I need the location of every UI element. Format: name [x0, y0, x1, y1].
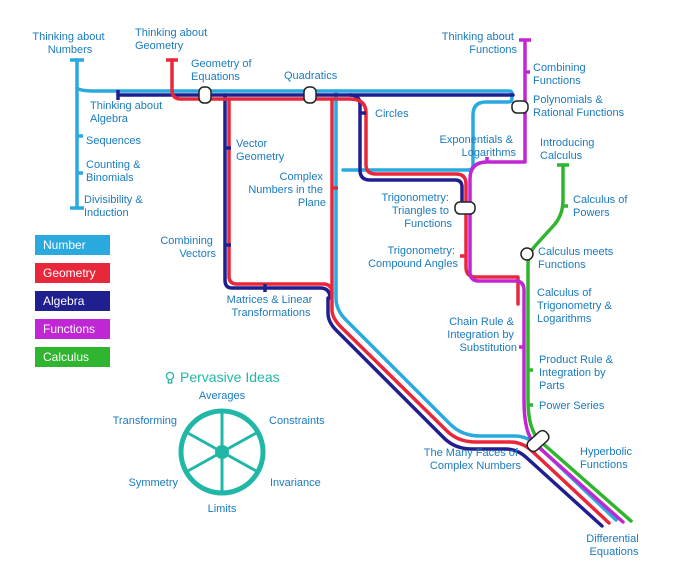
pervasive-limits: Limits — [208, 503, 237, 515]
station-thinking-about-algebra: Thinking about Algebra — [90, 100, 165, 125]
station-matrices: Matrices & Linear Transformations — [227, 294, 316, 319]
station-geometry-of-equations: Geometry of Equations — [191, 58, 255, 83]
station-trig-triangles: Trigonometry: Triangles to Functions — [381, 192, 452, 230]
interchange-trig-triangles — [454, 201, 476, 215]
station-polynomials-rational: Polynomials & Rational Functions — [533, 94, 625, 119]
legend-functions: Functions — [35, 319, 110, 339]
station-sequences: Sequences — [86, 135, 142, 147]
algebra-line-descent — [326, 296, 604, 528]
legend-geometry: Geometry — [35, 263, 110, 283]
station-vector-geometry: Vector Geometry — [236, 138, 285, 163]
legend-algebra: Algebra — [35, 291, 110, 311]
pervasive-invariance: Invariance — [270, 477, 321, 489]
number-line-descent — [334, 89, 618, 522]
station-counting-binomials: Counting & Binomials — [86, 159, 144, 184]
geometry-line-vectors — [227, 97, 334, 295]
station-combining-vectors: Combining Vectors — [160, 235, 216, 260]
station-calculus-trig-log: Calculus of Trigonometry & Logarithms — [537, 287, 615, 325]
station-product-rule: Product Rule & Integration by Parts — [539, 354, 616, 392]
station-trig-compound-angles: Trigonometry: Compound Angles — [368, 245, 458, 270]
station-introducing-calculus: Introducing Calculus — [540, 137, 598, 162]
interchange-many-faces — [526, 429, 550, 453]
functions-line — [468, 38, 625, 524]
station-quadratics: Quadratics — [284, 70, 338, 82]
pervasive-constraints: Constraints — [269, 415, 325, 427]
pervasive-transforming: Transforming — [113, 415, 177, 427]
legend-calculus: Calculus — [35, 347, 110, 367]
station-calculus-of-powers: Calculus of Powers — [573, 194, 630, 219]
geometry-line-descent — [330, 291, 611, 525]
interchange-quadratics — [303, 86, 317, 104]
station-power-series: Power Series — [539, 400, 605, 412]
station-thinking-about-geometry: Thinking about Geometry — [135, 27, 210, 52]
interchange-geometry-of-equations — [198, 86, 212, 104]
lightbulb-icon — [165, 371, 175, 384]
pervasive-ideas-title: Pervasive Ideas — [180, 369, 280, 385]
station-many-faces: The Many Faces of Complex Numbers — [424, 447, 522, 472]
station-hyperbolic-functions: Hyperbolic Functions — [580, 446, 635, 471]
geometry-line — [170, 58, 520, 306]
interchange-calculus-meets-functions — [520, 247, 534, 261]
station-differential-equations: Differential Equations — [586, 533, 641, 558]
station-exponentials-logarithms: Exponentials & Logarithms — [440, 134, 517, 159]
station-divisibility-induction: Divisibility & Induction — [84, 194, 146, 219]
pervasive-averages: Averages — [199, 390, 246, 402]
station-thinking-about-functions: Thinking about Functions — [442, 31, 518, 56]
station-calculus-meets-functions: Calculus meets Functions — [538, 246, 616, 271]
legend-number: Number — [35, 235, 110, 255]
station-complex-numbers-plane: Complex Numbers in the Plane — [248, 171, 326, 209]
station-circles: Circles — [375, 108, 409, 120]
algebra-line-vectors — [223, 93, 332, 300]
station-thinking-about-numbers: Thinking about Numbers — [32, 31, 107, 56]
interchange-polynomials — [511, 100, 529, 114]
station-chain-rule: Chain Rule & Integration by Substitution — [447, 316, 517, 354]
pervasive-symmetry: Symmetry — [129, 477, 179, 489]
station-combining-functions: Combining Functions — [533, 62, 589, 87]
algebra-line-circles — [348, 93, 464, 207]
pervasive-ideas: Pervasive Ideas Averages Constraints Inv… — [113, 369, 326, 515]
pervasive-wheel — [178, 408, 266, 496]
